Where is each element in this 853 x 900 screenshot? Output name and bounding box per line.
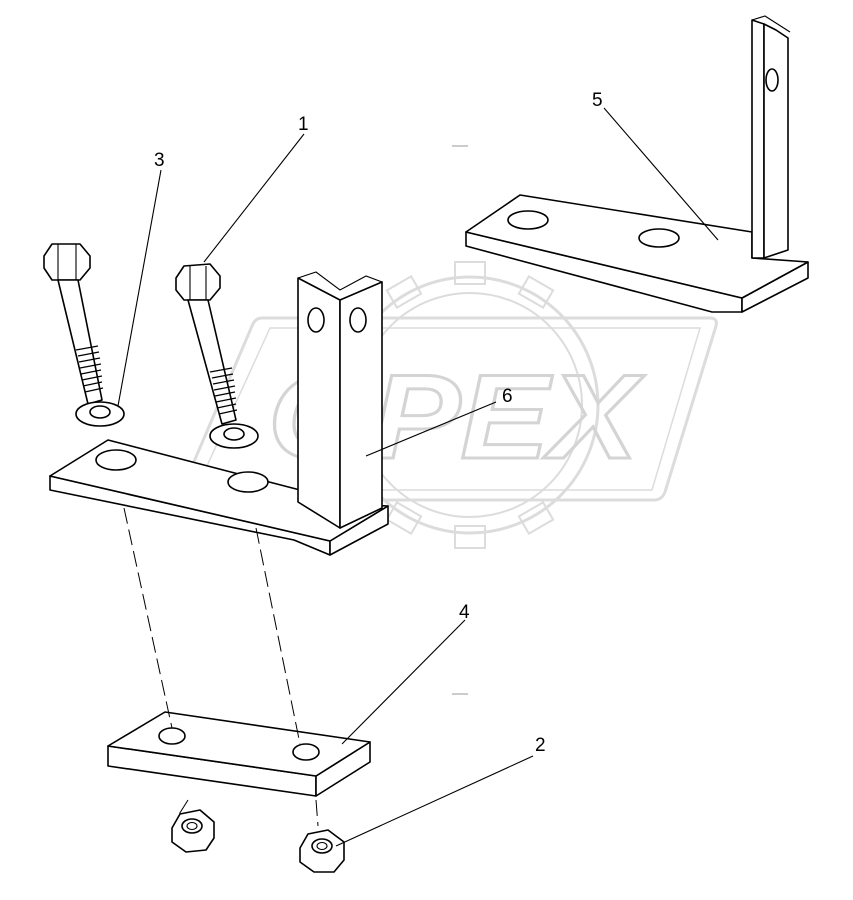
bracket-6 xyxy=(49,271,389,556)
clamp-plate-4 xyxy=(107,711,371,797)
callout-labels: 1 2 3 4 5 6 xyxy=(154,90,603,756)
callout-2: 2 xyxy=(535,735,546,756)
assembly-lines xyxy=(123,507,319,827)
washer-3 xyxy=(75,401,125,427)
callout-6: 6 xyxy=(502,386,513,407)
washer-right xyxy=(209,423,259,449)
watermark-badge-frame xyxy=(178,316,718,502)
bracket-5 xyxy=(465,15,809,313)
bolt-1 xyxy=(175,263,238,425)
callout-3: 3 xyxy=(154,150,165,171)
bolt-left xyxy=(43,243,104,405)
callout-4: 4 xyxy=(459,602,470,623)
nut-left xyxy=(171,809,215,853)
callout-5: 5 xyxy=(592,90,603,111)
nut-2 xyxy=(299,829,345,873)
callout-1: 1 xyxy=(298,114,309,135)
leader-lines xyxy=(117,107,719,847)
